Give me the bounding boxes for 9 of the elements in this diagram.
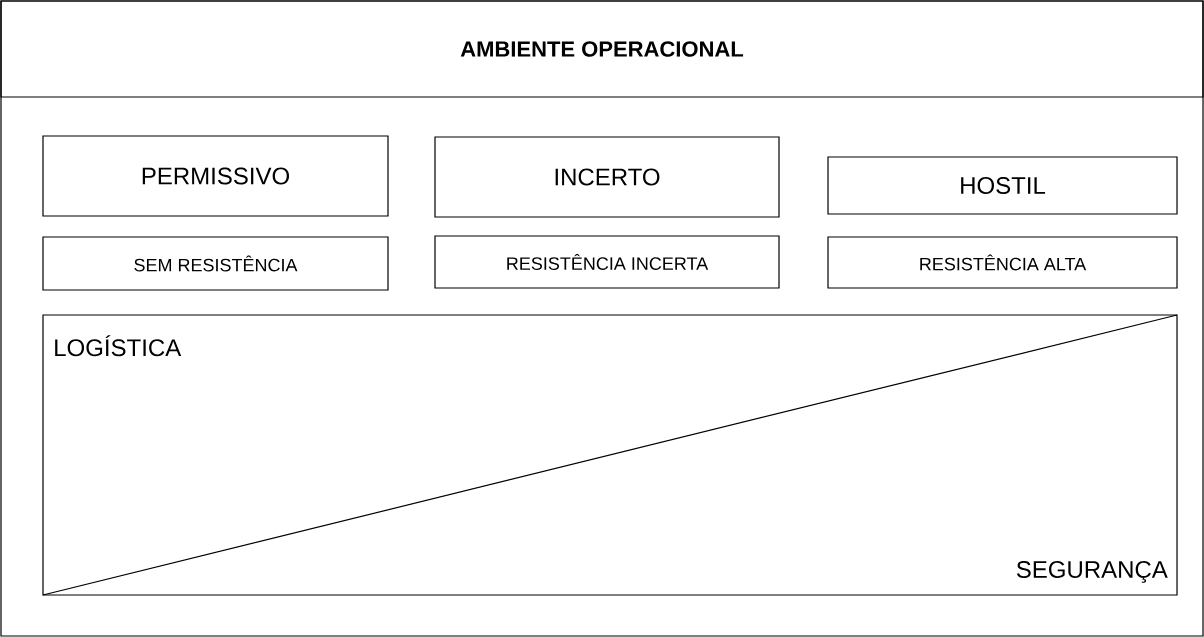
label-box: INCERTO — [434, 136, 780, 218]
region-label: LOGÍSTICA — [55, 335, 182, 357]
label-box: RESISTÊNCIA ALTA — [827, 236, 1178, 289]
label-box: PERMISSIVO — [42, 135, 389, 217]
label-box: HOSTIL — [827, 156, 1178, 215]
label-box: SEM RESISTÊNCIA — [42, 236, 389, 291]
title-band: AMBIENTE OPERACIONAL — [0, 0, 1204, 98]
region-label: SEGURANÇA — [1016, 560, 1168, 583]
label-box: RESISTÊNCIA INCERTA — [434, 235, 780, 289]
